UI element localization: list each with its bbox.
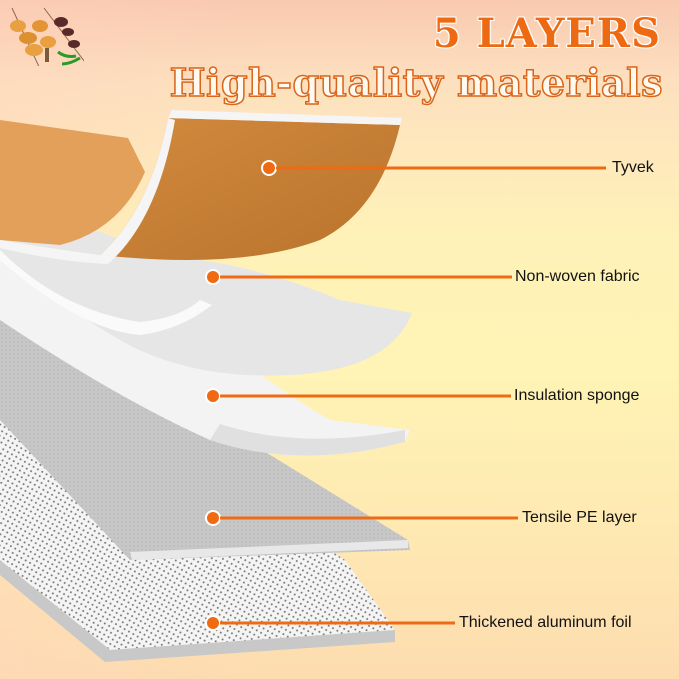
grill-skewers-icon bbox=[10, 7, 84, 66]
marker-dot-icon bbox=[261, 160, 277, 176]
callout-foil: Thickened aluminum foil bbox=[0, 614, 679, 643]
tyvek-back bbox=[0, 120, 145, 245]
callout-sponge: Insulation sponge bbox=[0, 387, 679, 416]
layer-label: Non-woven fabric bbox=[515, 268, 640, 285]
leader-line bbox=[276, 166, 606, 170]
layer-label: Tensile PE layer bbox=[522, 509, 637, 526]
marker-dot-icon bbox=[205, 269, 221, 285]
tyvek-layer bbox=[100, 118, 400, 260]
layer-label: Insulation sponge bbox=[514, 387, 640, 404]
marker-dot-icon bbox=[205, 388, 221, 404]
marker-dot-icon bbox=[205, 510, 221, 526]
leader-line bbox=[220, 394, 511, 398]
marker-dot-icon bbox=[205, 615, 221, 631]
layer-label: Thickened aluminum foil bbox=[459, 614, 632, 631]
leader-line bbox=[220, 275, 512, 279]
page-title: 5 LAYERS bbox=[432, 10, 661, 57]
callout-nonwoven: Non-woven fabric bbox=[0, 268, 679, 297]
leader-line bbox=[220, 621, 455, 625]
callout-pe: Tensile PE layer bbox=[0, 509, 679, 538]
layer-label: Tyvek bbox=[612, 159, 654, 176]
leader-line bbox=[220, 516, 518, 520]
page-subtitle: High-quality materials bbox=[169, 59, 663, 106]
callout-tyvek: Tyvek bbox=[0, 159, 679, 188]
